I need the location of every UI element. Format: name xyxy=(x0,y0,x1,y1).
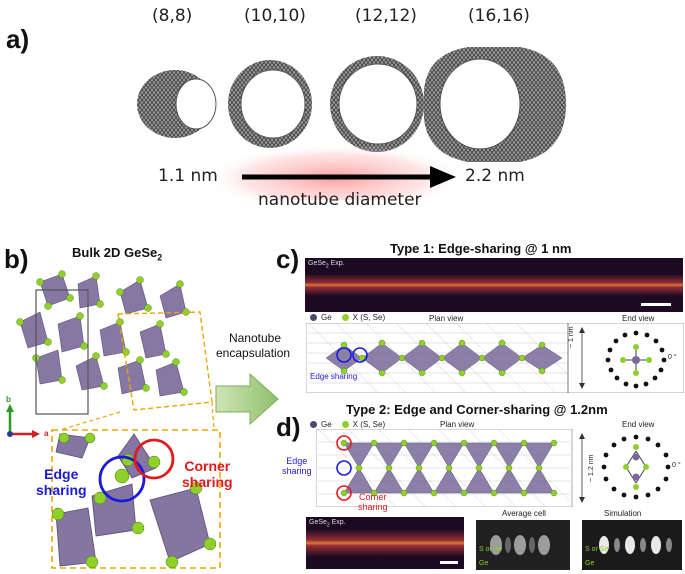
panel-c-plan-view-label: Plan view xyxy=(429,314,464,323)
panel-c-image-label-suffix: Exp. xyxy=(328,260,345,267)
nanotube-8-8 xyxy=(137,70,217,138)
corner-label-line-1: Corner xyxy=(184,458,231,474)
encapsulation-label: Nanotube encapsulation xyxy=(216,331,290,361)
chirality-16-16: (16,16) xyxy=(468,6,530,26)
panel-d-scale-bar xyxy=(440,561,458,564)
panel-d-edge-line-2: sharing xyxy=(282,466,312,476)
panel-c-edge-sharing-label: Edge sharing xyxy=(310,372,358,381)
panel-c-legend: Ge X (S, Se) xyxy=(310,313,385,322)
panel-d-image-label-sub: 2 xyxy=(326,522,330,529)
average-cell-label: Average cell xyxy=(502,509,546,518)
panel-d-title: Type 2: Edge and Corner-sharing @ 1.2nm xyxy=(346,402,608,417)
panel-d-image-label: GeSe2 Exp. xyxy=(309,519,346,528)
encapsulation-label-line-1: Nanotube xyxy=(228,331,282,345)
panel-a-label: a) xyxy=(6,24,30,54)
panel-c-micrograph: GeSe2 Exp. xyxy=(305,258,683,312)
nanotube-models xyxy=(137,47,566,200)
panel-d-corner-label: Corner sharing xyxy=(358,492,388,512)
sim-s-or-se-label: S or Se xyxy=(585,546,609,553)
diameter-arrow-head xyxy=(430,166,456,188)
panel-d-label: d) xyxy=(276,412,301,442)
encapsulation-arrow xyxy=(215,372,279,426)
panel-c-edge-circle-1 xyxy=(336,347,352,363)
nanotube-16-16 xyxy=(423,47,566,162)
chirality-10-10: (10,10) xyxy=(244,6,306,26)
panel-d-dimension: ~ 1.2 nm xyxy=(588,454,595,482)
panel-d-image-label-main: GeSe xyxy=(309,519,327,526)
ge-legend-dot xyxy=(310,314,317,321)
panel-c-end-view-label: End view xyxy=(622,314,655,323)
panel-d-edge-circle xyxy=(336,460,352,476)
x-legend-label: X (S, Se) xyxy=(352,313,386,322)
panel-d-plan-view-label: Plan view xyxy=(440,420,475,429)
panel-d-corner-line-1: Corner xyxy=(359,492,387,502)
sim-ge-label: Ge xyxy=(585,560,595,567)
corner-label-line-2: sharing xyxy=(182,474,233,490)
encapsulation-label-line-2: encapsulation xyxy=(216,346,291,360)
panel-d-image-label-suffix: Exp. xyxy=(329,519,346,526)
panel-d-micrograph: GeSe2 Exp. xyxy=(306,517,464,569)
panel-c-plan-view xyxy=(306,323,684,393)
average-cell-pattern xyxy=(490,535,550,555)
diameter-max-label: 2.2 nm xyxy=(465,166,525,186)
average-cell-image: S or Se Ge xyxy=(476,520,570,570)
panel-b-title: Bulk 2D GeSe2 xyxy=(72,245,162,263)
panel-c-scale-bar xyxy=(641,303,671,306)
panel-d-corner-circle-top xyxy=(336,435,352,451)
panel-d-corner-line-2: sharing xyxy=(358,502,388,512)
unit-cell-box xyxy=(35,289,89,415)
panel-c-angle: 0 ° xyxy=(668,354,677,361)
bulk-gese2-structure xyxy=(6,270,221,569)
edge-label-line-2: sharing xyxy=(36,482,87,498)
edge-sharing-label: Edge sharing xyxy=(36,466,87,498)
edge-sharing-highlight xyxy=(98,455,146,503)
edge-label-line-1: Edge xyxy=(44,466,79,482)
panel-d-edge-label: Edge sharing xyxy=(282,456,312,476)
corner-sharing-highlight xyxy=(133,438,175,480)
panel-c-image-label: GeSe2 Exp. xyxy=(308,260,345,269)
panel-b-label: b) xyxy=(4,244,29,274)
panel-c-edge-circle-2 xyxy=(352,347,368,363)
d-x-legend-dot xyxy=(341,421,349,428)
x-legend-dot xyxy=(341,314,349,321)
chirality-12-12: (12,12) xyxy=(355,6,417,26)
diameter-axis-label: nanotube diameter xyxy=(258,190,422,210)
panel-c-title: Type 1: Edge-sharing @ 1 nm xyxy=(390,241,572,256)
panel-d-edge-line-1: Edge xyxy=(286,456,308,466)
simulation-pattern xyxy=(599,536,672,554)
panel-d-micrograph-signal xyxy=(306,529,464,557)
axis-b-label: b xyxy=(6,395,11,404)
diameter-min-label: 1.1 nm xyxy=(158,166,218,186)
panel-d-angle: 0 ° xyxy=(672,462,681,469)
avg-cell-s-or-se-label: S or Se xyxy=(479,546,503,553)
avg-cell-ge-label: Ge xyxy=(479,560,489,567)
d-ge-legend-dot xyxy=(310,421,317,428)
panel-b-title-main: Bulk 2D GeSe xyxy=(72,245,158,260)
d-ge-legend-label: Ge xyxy=(321,420,332,429)
panel-c-micrograph-signal xyxy=(305,274,683,296)
panel-c-image-label-sub: 2 xyxy=(325,263,329,270)
ge-legend-label: Ge xyxy=(321,313,332,322)
panel-d-corner-circle-bottom xyxy=(336,485,352,501)
nanotube-10-10 xyxy=(228,60,312,148)
panel-c-dimension: ~ 1 nm xyxy=(568,326,575,348)
panel-c-image-label-main: GeSe xyxy=(308,260,326,267)
panel-d-end-view-label: End view xyxy=(622,420,655,429)
d-x-legend-label: X (S, Se) xyxy=(352,420,386,429)
axis-a-label: a xyxy=(44,429,49,438)
corner-sharing-label: Corner sharing xyxy=(182,458,233,490)
panel-c-label: c) xyxy=(276,244,300,274)
nanotube-12-12 xyxy=(330,56,424,152)
panel-b-title-sub: 2 xyxy=(157,252,163,263)
simulation-label: Simulation xyxy=(604,509,642,518)
panel-d-legend: Ge X (S, Se) xyxy=(310,420,385,429)
panel-d-plan-view xyxy=(316,429,671,507)
chirality-8-8: (8,8) xyxy=(152,6,193,26)
simulation-image: S or Se Ge xyxy=(582,520,682,570)
arrow-glow xyxy=(205,144,465,200)
